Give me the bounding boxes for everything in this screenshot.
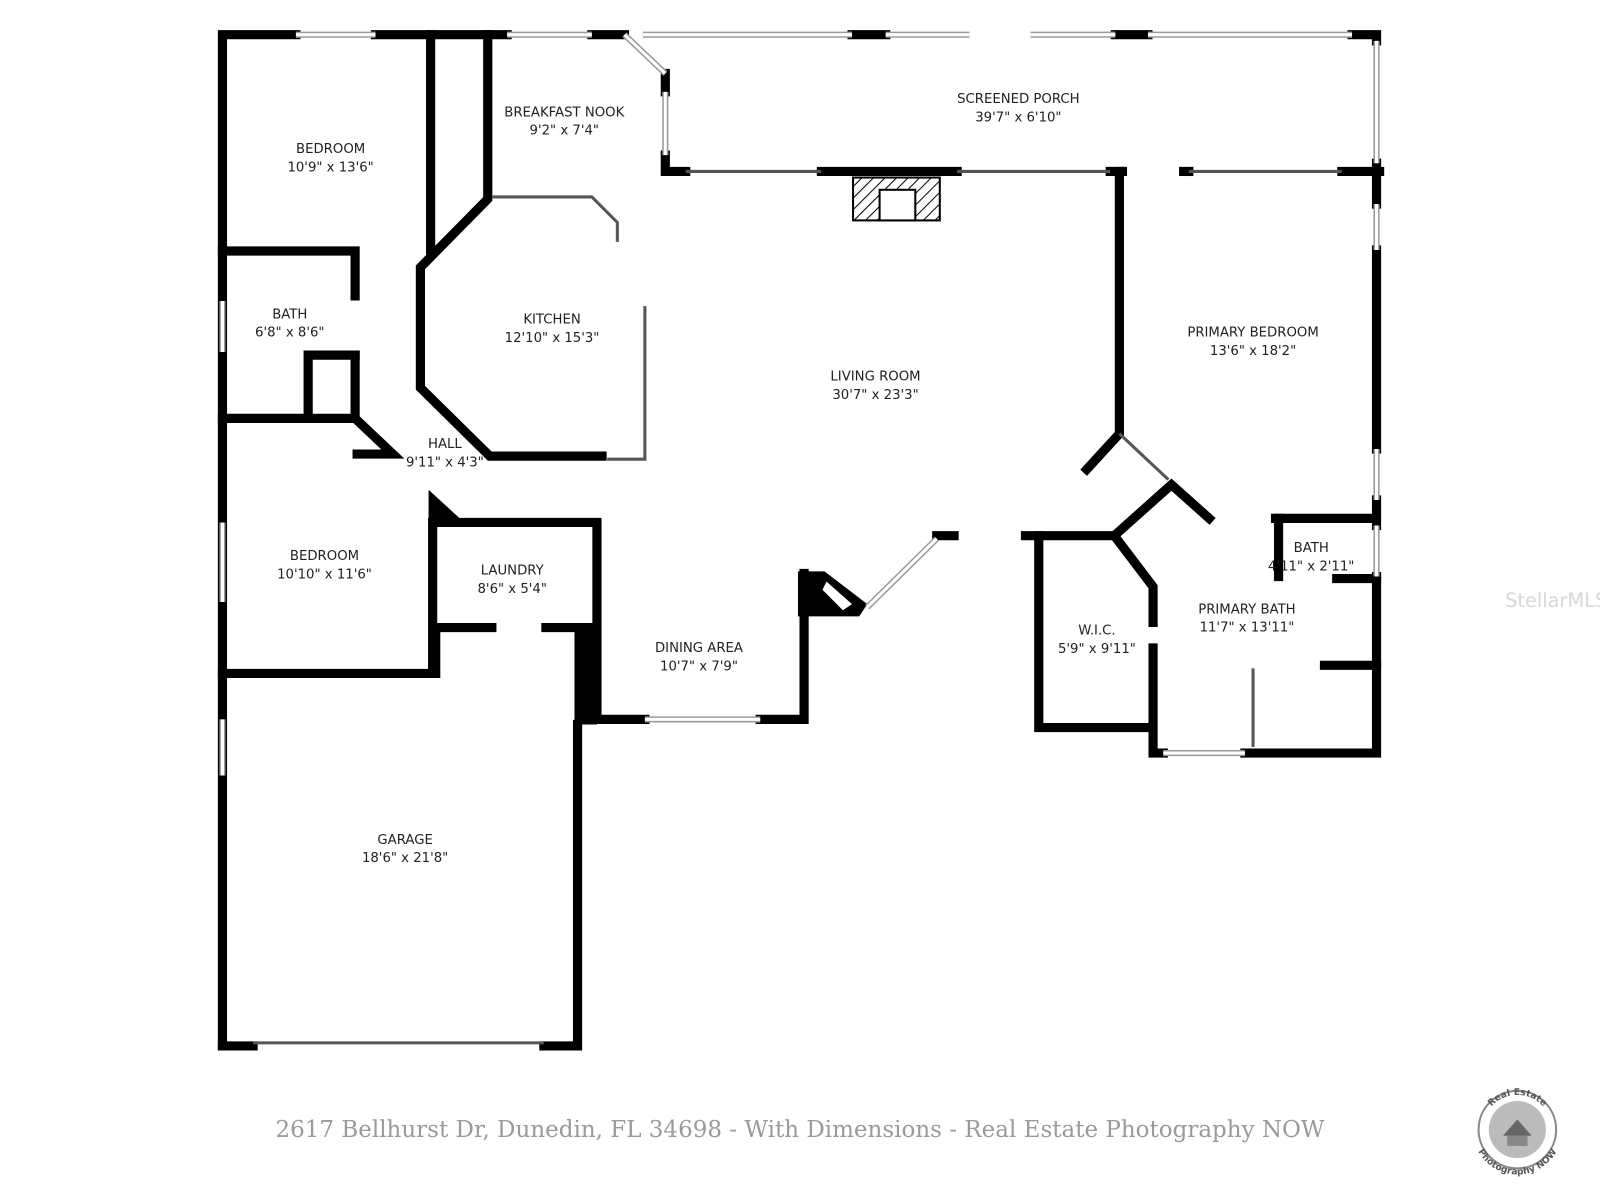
room-dims: 18'6" x 21'8" <box>362 851 448 866</box>
room-label: BEDROOM 10'9" x 13'6" <box>287 142 373 175</box>
room-label: BEDROOM 10'10" x 11'6" <box>277 549 372 582</box>
room-name: PRIMARY BEDROOM <box>1187 326 1318 341</box>
room-name: DINING AREA <box>655 641 743 656</box>
room-label: SCREENED PORCH 39'7" x 6'10" <box>957 92 1080 125</box>
room-label: LIVING ROOM 30'7" x 23'3" <box>830 370 920 403</box>
fireplace <box>852 176 941 222</box>
room-dims: 4'11" x 2'11" <box>1268 559 1354 574</box>
room-dims: 6'8" x 8'6" <box>255 326 324 341</box>
room-label: GARAGE 18'6" x 21'8" <box>362 833 448 866</box>
room-label: LAUNDRY 8'6" x 5'4" <box>478 563 547 596</box>
room-name: W.I.C. <box>1078 624 1115 639</box>
room-label: PRIMARY BEDROOM 13'6" x 18'2" <box>1187 326 1318 359</box>
room-dims: 12'10" x 15'3" <box>505 331 600 346</box>
room-label: DINING AREA 10'7" x 7'9" <box>655 641 743 674</box>
room-dims: 10'7" x 7'9" <box>660 659 738 674</box>
room-name: PRIMARY BATH <box>1198 602 1295 617</box>
room-dims: 13'6" x 18'2" <box>1210 344 1296 359</box>
room-name: BATH <box>1294 541 1329 556</box>
room-label: W.I.C. 5'9" x 9'11" <box>1058 624 1136 657</box>
room-dims: 9'11" x 4'3" <box>406 455 484 470</box>
room-dims: 30'7" x 23'3" <box>832 388 918 403</box>
windows <box>219 31 1380 1045</box>
room-name: BATH <box>272 307 307 322</box>
room-name: GARAGE <box>377 833 432 848</box>
fixtures <box>491 176 1255 747</box>
room-name: SCREENED PORCH <box>957 92 1080 107</box>
room-name: HALL <box>428 437 462 452</box>
room-dims: 11'7" x 13'11" <box>1200 621 1295 636</box>
room-name: LIVING ROOM <box>830 370 920 385</box>
room-dims: 10'9" x 13'6" <box>287 160 373 175</box>
room-label: PRIMARY BATH 11'7" x 13'11" <box>1198 602 1295 635</box>
room-name: LAUNDRY <box>481 563 545 578</box>
room-dims: 10'10" x 11'6" <box>277 568 372 583</box>
room-name: BEDROOM <box>290 549 359 564</box>
room-dims: 39'7" x 6'10" <box>975 110 1061 125</box>
mls-watermark: StellarMLS <box>1505 589 1600 612</box>
room-name: BREAKFAST NOOK <box>504 105 624 120</box>
room-label: HALL 9'11" x 4'3" <box>406 437 484 470</box>
room-name: KITCHEN <box>523 312 580 327</box>
walls <box>217 30 1385 1051</box>
wall-corner <box>428 489 465 523</box>
room-dims: 8'6" x 5'4" <box>478 582 547 597</box>
room-name: BEDROOM <box>296 142 365 157</box>
caption: 2617 Bellhurst Dr, Dunedin, FL 34698 - W… <box>275 1117 1325 1143</box>
room-label: BATH 6'8" x 8'6" <box>255 307 324 340</box>
room-label: BATH 4'11" x 2'11" <box>1268 541 1354 574</box>
room-label: KITCHEN 12'10" x 15'3" <box>505 312 600 345</box>
wall-block <box>574 627 597 725</box>
room-labels: BEDROOM 10'9" x 13'6" BREAKFAST NOOK 9'2" … <box>255 92 1354 866</box>
room-label: BREAKFAST NOOK 9'2" x 7'4" <box>504 105 624 138</box>
room-dims: 5'9" x 9'11" <box>1058 642 1136 657</box>
room-dims: 9'2" x 7'4" <box>530 124 599 139</box>
